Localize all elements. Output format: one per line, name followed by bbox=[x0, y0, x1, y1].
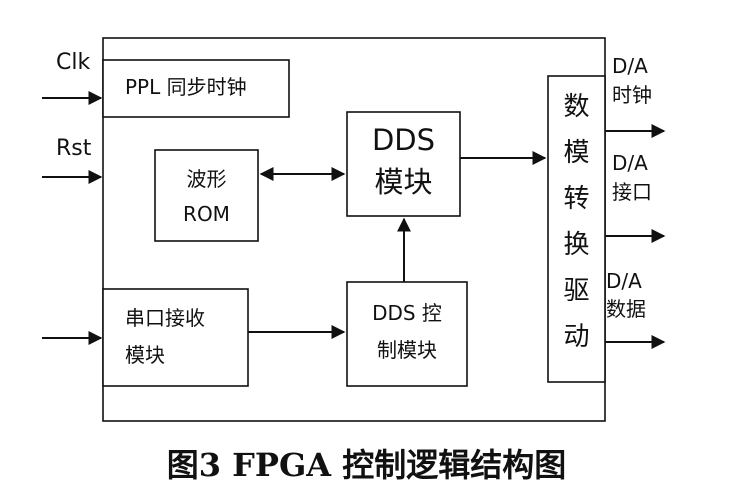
dac-char-1: 数 bbox=[563, 92, 590, 122]
dac-data-label-line1: D/A bbox=[606, 269, 642, 293]
serial-rx-label-line2: 模块 bbox=[125, 343, 165, 367]
dac-data-label-line2: 数据 bbox=[606, 297, 646, 321]
dac-interface-label-line1: D/A bbox=[612, 151, 648, 175]
dds-label-line1: DDS bbox=[371, 123, 436, 157]
dds-control-label-line1: DDS 控 bbox=[372, 301, 442, 325]
ppl-clock-block bbox=[102, 59, 290, 118]
serial-rx-block bbox=[102, 288, 249, 387]
dac-char-2: 模 bbox=[563, 138, 590, 168]
dds-label-line2: 模块 bbox=[374, 165, 433, 199]
rom-label-line2: ROM bbox=[183, 202, 230, 226]
dds-module-block bbox=[346, 111, 461, 217]
dac-char-6: 动 bbox=[563, 322, 590, 352]
dac-clock-label-line1: D/A bbox=[612, 54, 648, 78]
clk-label: Clk bbox=[56, 50, 91, 75]
dac-driver-block bbox=[547, 75, 606, 383]
waveform-rom-block bbox=[154, 149, 259, 242]
rom-label-line1: 波形 bbox=[186, 167, 227, 191]
dac-char-3: 转 bbox=[563, 184, 590, 214]
figure-caption: 图3 FPGA 控制逻辑结构图 bbox=[166, 446, 567, 484]
serial-rx-label-line1: 串口接收 bbox=[125, 306, 205, 330]
dds-control-block bbox=[346, 281, 468, 387]
ppl-clock-label: PPL 同步时钟 bbox=[125, 75, 247, 99]
dac-char-5: 驱 bbox=[563, 276, 590, 306]
dac-char-4: 换 bbox=[563, 230, 590, 260]
rst-label: Rst bbox=[56, 136, 92, 161]
dds-control-label-line2: 制模块 bbox=[377, 338, 437, 362]
dac-interface-label-line2: 接口 bbox=[612, 180, 652, 204]
dac-clock-label-line2: 时钟 bbox=[612, 83, 652, 107]
